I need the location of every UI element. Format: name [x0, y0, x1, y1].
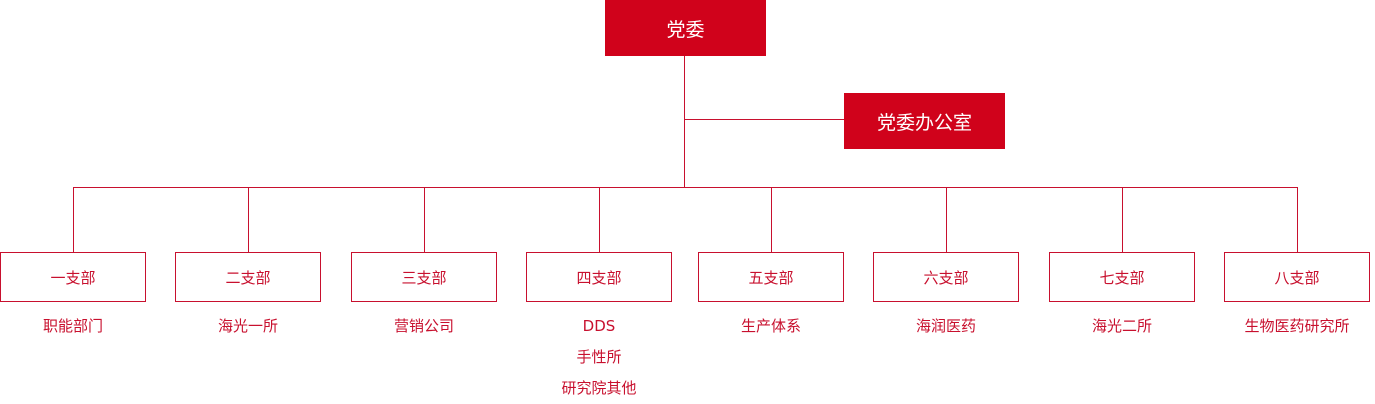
branch-node-7: 七支部 [1049, 252, 1195, 302]
branch-node-4: 四支部 [526, 252, 672, 302]
branch-note-group-1: 职能部门 [43, 311, 103, 342]
connector-branch-7 [1122, 187, 1123, 252]
root-node-party-committee: 党委 [605, 0, 766, 56]
branch-node-5: 五支部 [698, 252, 844, 302]
branch-note-group-4: DDS 手性所研究院其他 [561, 311, 636, 404]
connector-branch-4 [599, 187, 600, 252]
connector-branch-5 [771, 187, 772, 252]
branch-note-group-2: 海光一所 [218, 311, 278, 342]
root-node-label: 党委 [666, 18, 705, 41]
connector-branch-1 [73, 187, 74, 252]
branch-node-2: 二支部 [175, 252, 321, 302]
branch-note-item: 职能部门 [42, 317, 104, 335]
branch-note-item: 研究院其他 [561, 379, 637, 397]
branch-note-item: 生物医药研究所 [1244, 317, 1350, 335]
connector-office [684, 119, 845, 120]
branch-node-3: 三支部 [351, 252, 497, 302]
branch-node-label: 六支部 [923, 268, 969, 287]
branch-node-label: 三支部 [401, 268, 447, 287]
branch-note-item: DDS [582, 317, 616, 335]
branch-node-label: 二支部 [225, 268, 271, 287]
branch-note-item: 海光一所 [217, 317, 279, 335]
branch-note-item: 海光二所 [1091, 317, 1153, 335]
branch-node-label: 八支部 [1274, 268, 1320, 287]
branch-node-8: 八支部 [1224, 252, 1370, 302]
branch-node-label: 四支部 [576, 268, 622, 287]
branch-node-label: 五支部 [748, 268, 794, 287]
branch-note-item: 生产体系 [740, 317, 802, 335]
branch-note-item: 手性所 [576, 348, 622, 366]
branch-node-6: 六支部 [873, 252, 1019, 302]
connector-branch-bus [73, 187, 1297, 188]
branch-note-group-5: 生产体系 [741, 311, 801, 342]
office-node-party-office: 党委办公室 [844, 93, 1005, 149]
connector-branch-2 [248, 187, 249, 252]
branch-note-group-6: 海润医药 [916, 311, 976, 342]
connector-root-down [684, 55, 685, 187]
office-node-label: 党委办公室 [876, 111, 972, 134]
connector-branch-8 [1297, 187, 1298, 252]
branch-node-1: 一支部 [0, 252, 146, 302]
connector-branch-6 [946, 187, 947, 252]
branch-note-item: 营销公司 [393, 317, 455, 335]
branch-note-group-7: 海光二所 [1092, 311, 1152, 342]
branch-node-label: 一支部 [50, 268, 96, 287]
connector-branch-3 [424, 187, 425, 252]
branch-note-group-3: 营销公司 [394, 311, 454, 342]
branch-note-item: 海润医药 [915, 317, 977, 335]
branch-node-label: 七支部 [1099, 268, 1145, 287]
branch-note-group-8: 生物医药研究所 [1244, 311, 1349, 342]
